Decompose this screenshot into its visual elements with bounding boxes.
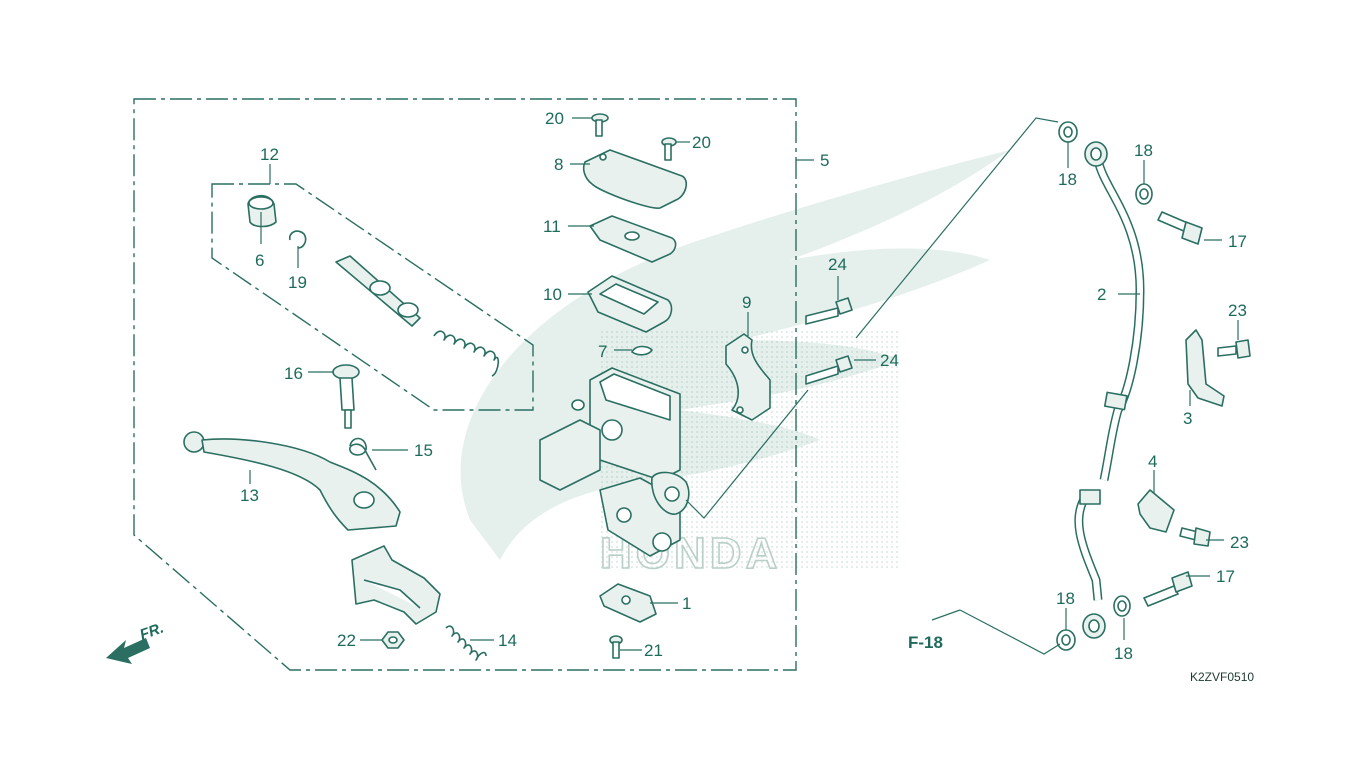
callout-19: 19 <box>288 273 307 292</box>
callout-22: 22 <box>337 631 356 650</box>
callout-12: 12 <box>260 145 279 164</box>
nut-22 <box>381 631 405 649</box>
callout-24b: 24 <box>880 351 899 370</box>
reference-link-f18[interactable]: F-18 <box>908 633 943 652</box>
banjo-bolt-17b <box>1143 571 1193 607</box>
bolt-23a <box>1217 339 1251 359</box>
diaphragm-inner <box>599 283 659 315</box>
callout-18c: 18 <box>1056 589 1075 608</box>
screw-20b <box>661 137 677 161</box>
callout-18d: 18 <box>1114 644 1133 663</box>
callout-15: 15 <box>414 441 433 460</box>
callout-23b: 23 <box>1230 533 1249 552</box>
bolt-24a <box>805 297 853 325</box>
clamp-hole-top <box>741 346 749 354</box>
bolt-24b <box>805 355 853 385</box>
washer-18a <box>1058 121 1078 143</box>
callout-18b: 18 <box>1134 141 1153 160</box>
callout-24a: 24 <box>828 255 847 274</box>
circlip-19 <box>288 230 307 249</box>
brake-switch-1 <box>599 583 657 623</box>
front-direction-label: FR. <box>138 620 167 644</box>
callout-14: 14 <box>498 631 517 650</box>
callout-20a: 20 <box>545 109 564 128</box>
callout-1: 1 <box>682 594 691 613</box>
callout-labels: 1 2 3 4 5 6 7 8 9 10 11 12 13 14 15 16 1… <box>240 109 1249 663</box>
callout-16: 16 <box>284 364 303 383</box>
callout-8: 8 <box>554 155 563 174</box>
callout-17b: 17 <box>1216 567 1235 586</box>
screw-21 <box>609 635 623 659</box>
callout-20b: 20 <box>692 133 711 152</box>
hose-clamp-4 <box>1137 489 1175 533</box>
spring-14 <box>445 625 487 661</box>
pivot-bolt-16 <box>332 364 360 429</box>
callout-7: 7 <box>598 342 607 361</box>
callout-5: 5 <box>820 151 829 170</box>
callout-6: 6 <box>255 251 264 270</box>
callout-4: 4 <box>1148 452 1157 471</box>
washer-18b <box>1135 183 1153 205</box>
boot-6 <box>247 194 277 228</box>
master-cylinder-body <box>539 367 690 557</box>
clip-7 <box>631 345 653 356</box>
banjo-bolt-17a <box>1157 211 1203 245</box>
plate-boss <box>624 231 640 241</box>
callout-10: 10 <box>543 285 562 304</box>
lever-spring-15 <box>349 437 377 471</box>
piston-spring <box>433 330 500 377</box>
callout-18a: 18 <box>1058 170 1077 189</box>
hose-guide-3 <box>1185 329 1225 407</box>
callout-21: 21 <box>644 641 663 660</box>
cap-hole <box>599 153 607 161</box>
callout-2: 2 <box>1097 285 1106 304</box>
piston-kit-boundary <box>211 183 534 411</box>
callout-17a: 17 <box>1228 232 1247 251</box>
lever-bracket <box>351 545 441 625</box>
callout-23a: 23 <box>1228 301 1247 320</box>
brake-hose-2 <box>1074 141 1145 639</box>
washer-18d <box>1113 595 1131 617</box>
piston <box>335 255 421 327</box>
front-direction-arrow <box>106 638 150 664</box>
handlebar-clamp <box>725 333 771 421</box>
figure-code: K2ZVF0510 <box>1190 670 1254 684</box>
washer-18c <box>1056 629 1076 651</box>
screw-20a <box>591 113 609 137</box>
assembly-boundary <box>133 98 797 671</box>
reservoir-cap <box>582 149 688 209</box>
callout-3: 3 <box>1183 409 1192 428</box>
brake-lever-13 <box>183 431 401 531</box>
callout-13: 13 <box>240 486 259 505</box>
bolt-23b <box>1179 527 1211 547</box>
callout-9: 9 <box>742 293 751 312</box>
callout-11: 11 <box>543 217 561 236</box>
leader-lines <box>249 117 1239 655</box>
clamp-hole-bottom <box>736 406 744 414</box>
